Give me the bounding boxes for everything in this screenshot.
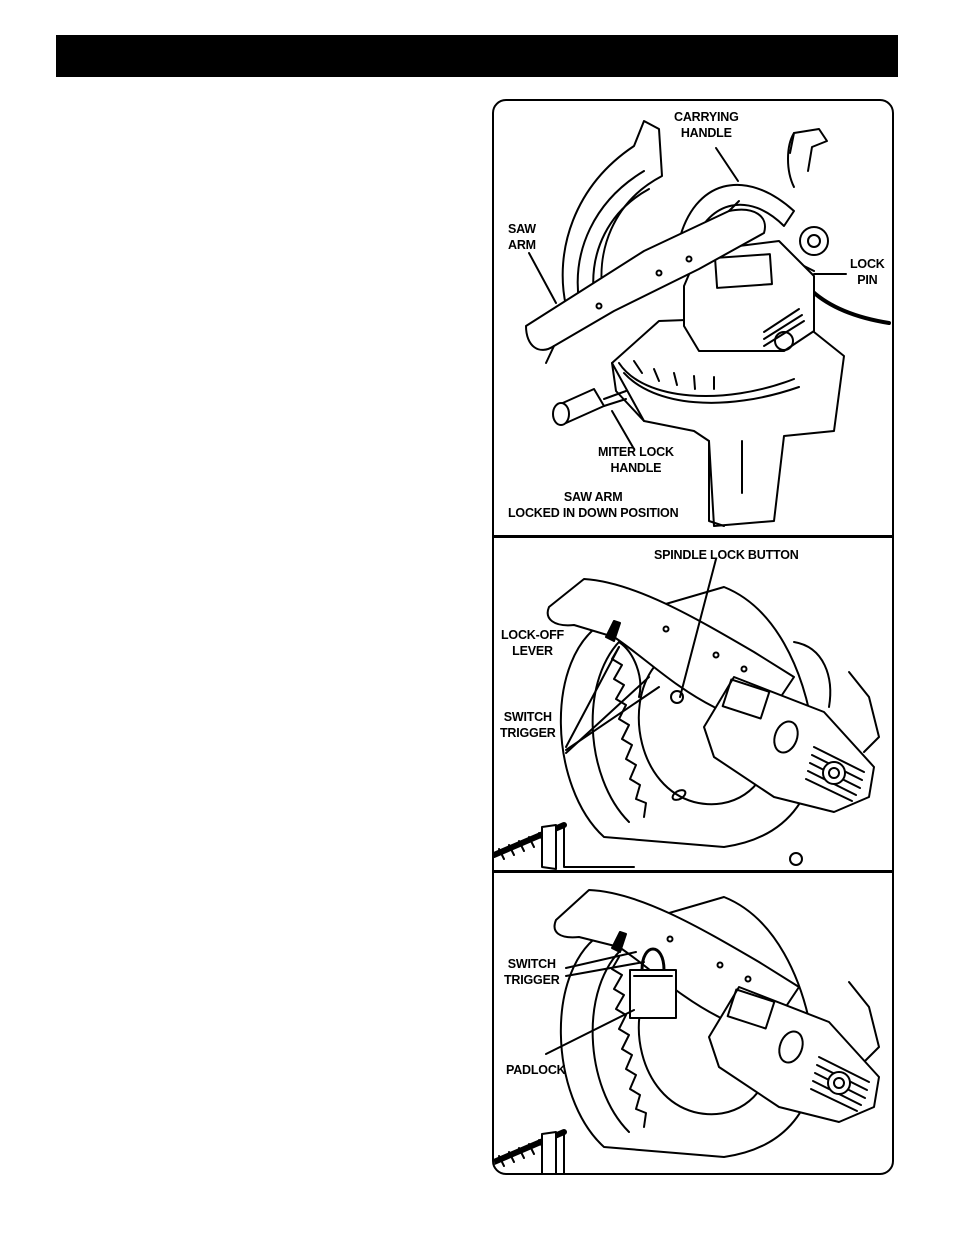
divider-1 — [494, 535, 892, 538]
saw-padlock-illustration — [494, 889, 880, 1173]
miter-saw-illustration — [525, 120, 891, 527]
figure-frame: CARRYING HANDLE SAW ARM LOCK PIN MITER L… — [492, 99, 894, 1175]
figure-spindle-lock: SPINDLE LOCK BUTTON LOCK-OFF LEVER SWITC… — [494, 537, 892, 870]
divider-2 — [494, 870, 892, 873]
label-lock-pin: LOCK PIN — [850, 257, 885, 287]
header-bar — [56, 35, 898, 77]
label-padlock: PADLOCK — [506, 1063, 566, 1077]
label-spindle-lock-button: SPINDLE LOCK BUTTON — [654, 548, 799, 562]
figure-saw-arm-locked: CARRYING HANDLE SAW ARM LOCK PIN MITER L… — [494, 101, 892, 535]
label-switch-trigger: SWITCH TRIGGER — [500, 710, 556, 740]
figure-padlock: SWITCH TRIGGER PADLOCK — [494, 872, 892, 1173]
label-saw-arm: SAW ARM — [508, 222, 536, 252]
label-miter-lock-handle: MITER LOCK HANDLE — [598, 445, 674, 475]
saw-handle-illustration — [494, 558, 880, 870]
label-carrying-handle: CARRYING HANDLE — [674, 110, 739, 140]
label-lock-off-lever: LOCK-OFF LEVER — [501, 628, 564, 658]
caption-saw-arm-locked: SAW ARM LOCKED IN DOWN POSITION — [508, 490, 679, 520]
label-switch-trigger-2: SWITCH TRIGGER — [504, 957, 560, 987]
